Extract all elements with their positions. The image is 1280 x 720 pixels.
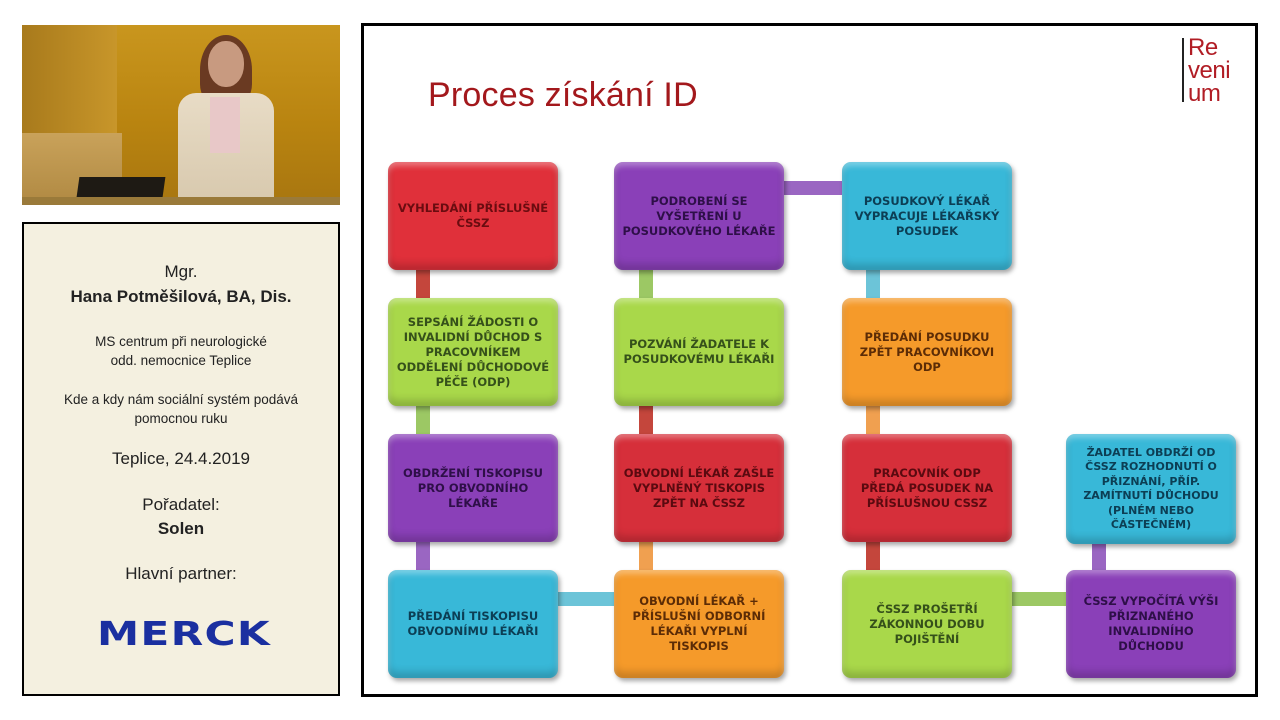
step-13-text: ČSSZ vypočítá výši přiznaného invalidníh… [1083,594,1219,653]
step-7-box: Pozvání žadatele k posudkovému lékaři [614,298,784,406]
reveniu-logo: Re veni um [1182,34,1246,107]
step-7-text: Pozvání žadatele k posudkovému lékaři [623,337,775,366]
talk-title-line-2: pomocnou ruku [134,411,228,426]
talk-info-card: Mgr. Hana Potměšilová, BA, Dis. MS centr… [22,222,340,696]
connector-7-8 [639,262,653,302]
affiliation-line-2: odd. nemocnice Teplice [110,353,252,368]
logo-bar [1182,38,1184,102]
connector-11-12 [866,534,880,574]
step-5-box: Obvodní lékař + příslušní odborní lékaři… [614,570,784,678]
speaker-video[interactable] [22,25,340,205]
step-4-box: Předání tiskopisu obvodnímu lékaři [388,570,558,678]
step-10-box: Předání posudku zpět pracovníkovi ODP [842,298,1012,406]
step-4-text: Předání tiskopisu obvodnímu lékaři [407,609,539,638]
step-9-text: Posudkový lékař vypracuje lékařský posud… [854,193,1000,238]
step-1-text: Vyhledání příslušné ČSSZ [397,201,549,230]
step-6-box: Obvodní lékař zašle vyplněný tiskopis zp… [614,434,784,542]
step-12-text: ČSSZ prošetří zákonnou dobu pojištění [869,601,985,646]
step-9-box: Posudkový lékař vypracuje lékařský posud… [842,162,1012,270]
laptop [76,177,166,197]
step-11-text: Pracovník ODP předá posudek na příslušno… [860,465,994,510]
step-6-text: Obvodní lékař zašle vyplněný tiskopis zp… [623,465,775,510]
connector-6-7 [639,398,653,438]
step-1-box: Vyhledání příslušné ČSSZ [388,162,558,270]
connector-9-10 [866,262,880,302]
step-5-text: Obvodní lékař + příslušní odborní lékaři… [632,594,766,653]
speaker-head [208,41,244,87]
affiliation-line-1: MS centrum při neurologické [95,334,267,349]
step-10-text: Předání posudku zpět pracovníkovi ODP [859,329,995,374]
connector-10-11 [866,398,880,438]
connector-13-14 [1092,534,1106,574]
merck-logo: MERCK [97,618,272,648]
speaker-shirt [210,97,240,153]
desk [22,197,340,205]
connector-1-2 [416,262,430,302]
logo-line-3: um [1188,80,1221,107]
logo-line-2: veni [1188,57,1231,84]
step-3-text: Obdržení tiskopisu pro obvodního lékaře [403,465,543,510]
organizer-label: Pořadatel: [142,495,220,514]
connector-5-6 [639,534,653,574]
connector-2-3 [416,398,430,438]
merck-logo-text: MERCK [97,618,272,648]
connector-8-9 [776,181,844,195]
speaker-name: Hana Potměšilová, BA, Dis. [70,287,292,306]
step-13-box: ČSSZ vypočítá výši přiznaného invalidníh… [1066,570,1236,678]
step-11-box: Pracovník ODP předá posudek na příslušno… [842,434,1012,542]
organizer-name: Solen [157,519,205,538]
logo-line-1: Re [1188,34,1218,61]
partner-label: Hlavní partner: [125,564,237,583]
connector-12-13 [1000,592,1068,606]
slide-title: Proces získání ID [428,76,698,114]
step-8-text: Podrobení se vyšetření u posudkového lék… [622,193,776,238]
step-2-text: Sepsání žádosti o invalidní důchod s pra… [396,314,550,389]
connector-3-4 [416,534,430,574]
step-3-box: Obdržení tiskopisu pro obvodního lékaře [388,434,558,542]
step-12-box: ČSSZ prošetří zákonnou dobu pojištění [842,570,1012,678]
place-date: Teplice, 24.4.2019 [112,449,250,468]
speaker-title-prefix: Mgr. [164,262,198,281]
presentation-slide: Proces získání ID Re veni um Vyhledání p… [361,23,1258,697]
step-14-text: Žadatel obdrží od ČSSZ rozhodnutí o přiz… [1083,445,1219,532]
connector-4-5 [552,592,616,606]
talk-title-line-1: Kde a kdy nám sociální systém podává [63,392,299,407]
step-8-box: Podrobení se vyšetření u posudkového lék… [614,162,784,270]
step-14-box: Žadatel obdrží od ČSSZ rozhodnutí o přiz… [1066,434,1236,544]
step-2-box: Sepsání žádosti o invalidní důchod s pra… [388,298,558,406]
